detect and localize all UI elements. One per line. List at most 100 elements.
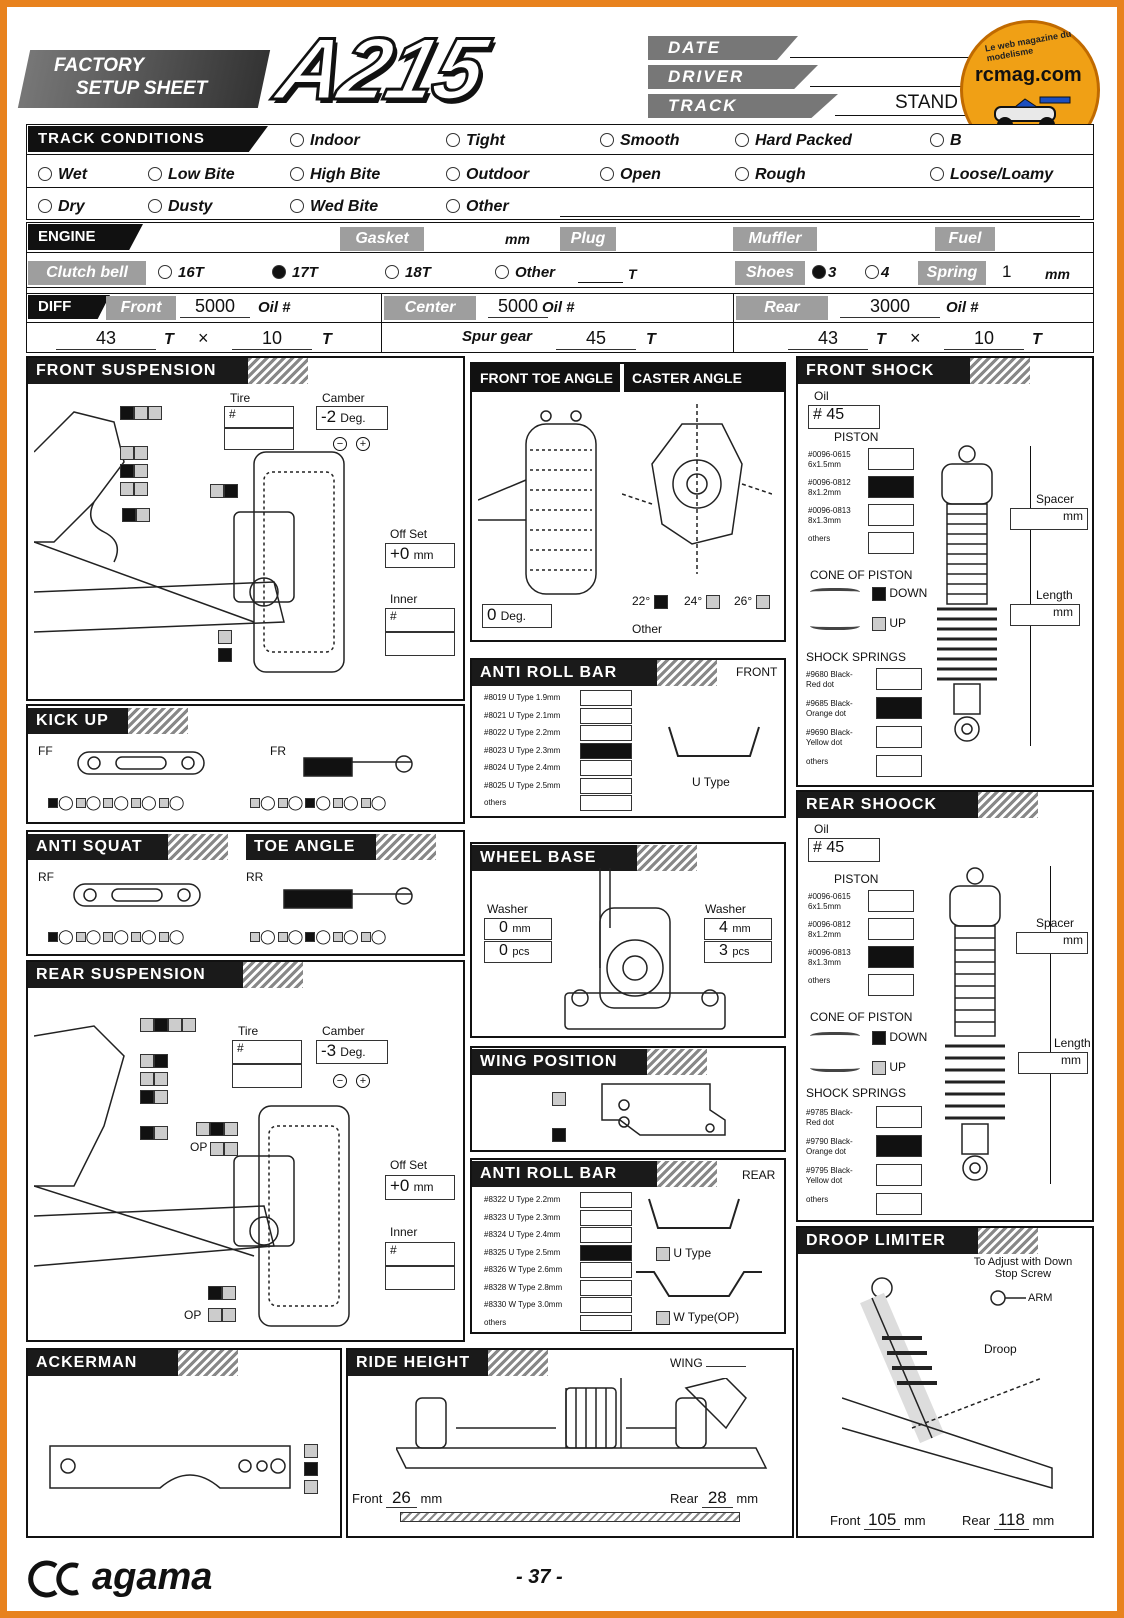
front-arb-option-5[interactable] (580, 777, 632, 794)
fsh-piston-option-0[interactable] (868, 448, 914, 470)
rsh-length-field[interactable]: mm (1018, 1052, 1088, 1074)
rs-inner-field[interactable]: # (385, 1242, 455, 1266)
cond-dusty[interactable]: Dusty (148, 198, 212, 216)
shoes-3[interactable]: 3 (812, 264, 836, 281)
fs-offset-field[interactable]: +0 mm (385, 543, 455, 568)
cond-tight[interactable]: Tight (446, 132, 505, 150)
wb-right-pcs[interactable]: 3 pcs (704, 941, 772, 963)
rs-select-6[interactable] (208, 1284, 236, 1302)
front-arb-option-6[interactable] (580, 795, 632, 811)
wing-option-1[interactable] (552, 1090, 566, 1108)
cond-indoor[interactable]: Indoor (290, 132, 360, 150)
rsh-spring-option-2[interactable] (876, 1164, 922, 1186)
cond-open[interactable]: Open (600, 166, 661, 184)
cond-rough[interactable]: Rough (735, 166, 806, 184)
kick-up-fr-selector[interactable]: ◯◯◯◯◯ (250, 794, 388, 811)
cond-smooth[interactable]: Smooth (600, 132, 680, 150)
rear-arb-option-1[interactable] (580, 1209, 632, 1226)
cond-loose[interactable]: Loose/Loamy (930, 166, 1053, 184)
front-arb-option-4[interactable] (580, 760, 632, 776)
cond-wet[interactable]: Wet (38, 166, 87, 184)
cond-high-bite[interactable]: High Bite (290, 166, 380, 184)
rear-arb-option-4[interactable] (580, 1262, 632, 1278)
rs-select-5[interactable] (210, 1140, 238, 1158)
cond-outdoor[interactable]: Outdoor (446, 166, 529, 184)
rsh-spring-option-1[interactable] (876, 1135, 922, 1157)
rs-tire-field2[interactable] (232, 1064, 302, 1088)
cond-b[interactable]: B (930, 132, 962, 150)
rs-inner-field2[interactable] (385, 1266, 455, 1290)
caster-24[interactable]: 24° (684, 594, 720, 609)
rs-tire-field[interactable]: # (232, 1040, 302, 1064)
cond-hard-packed[interactable]: Hard Packed (735, 132, 852, 150)
rear-u-type[interactable]: U Type (656, 1246, 711, 1261)
fsh-spring-option-3[interactable] (876, 755, 922, 777)
clutch-16t[interactable]: 16T (158, 264, 204, 281)
rs-select-grid[interactable] (140, 1052, 174, 1106)
clutch-17t[interactable]: 17T (272, 264, 318, 281)
rsh-piston-option-2[interactable] (868, 946, 914, 968)
rear-arb-option-6[interactable] (580, 1297, 632, 1313)
rs-offset-field[interactable]: +0 mm (385, 1175, 455, 1200)
rsh-cone-up[interactable]: UP (872, 1060, 906, 1075)
rsh-spacer-field[interactable]: mm (1016, 932, 1088, 954)
fs-select-3[interactable] (122, 506, 150, 524)
fs-tire-field2[interactable] (224, 428, 294, 450)
toe-field[interactable]: 0 Deg. (482, 604, 552, 628)
fsh-cone-up[interactable]: UP (872, 616, 906, 631)
caster-26[interactable]: 26° (734, 594, 770, 609)
rs-camber-field[interactable]: -3 Deg. (316, 1040, 388, 1064)
fsh-spacer-field[interactable]: mm (1010, 508, 1088, 530)
wing-option-2[interactable] (552, 1126, 566, 1144)
fsh-spring-option-2[interactable] (876, 726, 922, 748)
fsh-piston-option-2[interactable] (868, 504, 914, 526)
fs-select-5[interactable] (218, 628, 236, 664)
clutch-other[interactable]: Other (495, 264, 555, 281)
fs-select-1[interactable] (120, 404, 162, 422)
kick-up-ff-selector[interactable]: ◯◯◯◯◯ (48, 794, 186, 811)
front-arb-option-3[interactable] (580, 742, 632, 759)
fsh-piston-option-1[interactable] (868, 476, 914, 498)
rsh-piston-option-1[interactable] (868, 918, 914, 940)
fsh-length-field[interactable]: mm (1010, 604, 1080, 626)
wb-left-mm[interactable]: 0 mm (484, 918, 552, 940)
rsh-oil-field[interactable]: # 45 (808, 838, 880, 862)
fsh-oil-field[interactable]: # 45 (808, 405, 880, 429)
front-arb-option-0[interactable] (580, 690, 632, 706)
fs-select-4[interactable] (210, 482, 238, 500)
fs-tire-field[interactable]: # (224, 406, 294, 428)
rsh-spring-option-0[interactable] (876, 1106, 922, 1128)
rsh-piston-option-3[interactable] (868, 974, 914, 996)
fsh-spring-option-1[interactable] (876, 697, 922, 719)
clutch-18t[interactable]: 18T (385, 264, 431, 281)
wb-right-mm[interactable]: 4 mm (704, 918, 772, 940)
rs-select-3[interactable] (140, 1124, 168, 1142)
front-arb-option-1[interactable] (580, 707, 632, 724)
rs-select-1[interactable] (140, 1016, 196, 1034)
shoes-4[interactable]: 4 (865, 264, 889, 281)
rsh-piston-option-0[interactable] (868, 890, 914, 912)
fs-camber-field[interactable]: -2 Deg. (316, 406, 388, 430)
rs-select-7[interactable] (208, 1306, 236, 1324)
rsh-spring-option-3[interactable] (876, 1193, 922, 1215)
rear-arb-option-7[interactable] (580, 1314, 632, 1331)
fs-inner-field[interactable]: # (385, 608, 455, 632)
rear-arb-option-0[interactable] (580, 1192, 632, 1208)
caster-22[interactable]: 22° (632, 594, 668, 609)
fs-inner-field2[interactable] (385, 632, 455, 656)
toe-angle-selector[interactable]: ◯◯◯◯◯ (250, 928, 388, 945)
fs-select-grid[interactable] (120, 444, 154, 498)
wb-left-pcs[interactable]: 0 pcs (484, 941, 552, 963)
rs-select-4[interactable] (196, 1120, 238, 1138)
anti-squat-selector[interactable]: ◯◯◯◯◯ (48, 928, 186, 945)
fsh-spring-option-0[interactable] (876, 668, 922, 690)
cond-other[interactable]: Other (446, 198, 509, 216)
rsh-cone-down[interactable]: DOWN (872, 1030, 927, 1045)
cond-dry[interactable]: Dry (38, 198, 85, 216)
rear-arb-option-2[interactable] (580, 1227, 632, 1243)
cond-low-bite[interactable]: Low Bite (148, 166, 235, 184)
rear-arb-option-5[interactable] (580, 1279, 632, 1296)
fsh-cone-down[interactable]: DOWN (872, 586, 927, 601)
ackerman-selector[interactable] (304, 1442, 322, 1496)
front-arb-option-2[interactable] (580, 725, 632, 741)
